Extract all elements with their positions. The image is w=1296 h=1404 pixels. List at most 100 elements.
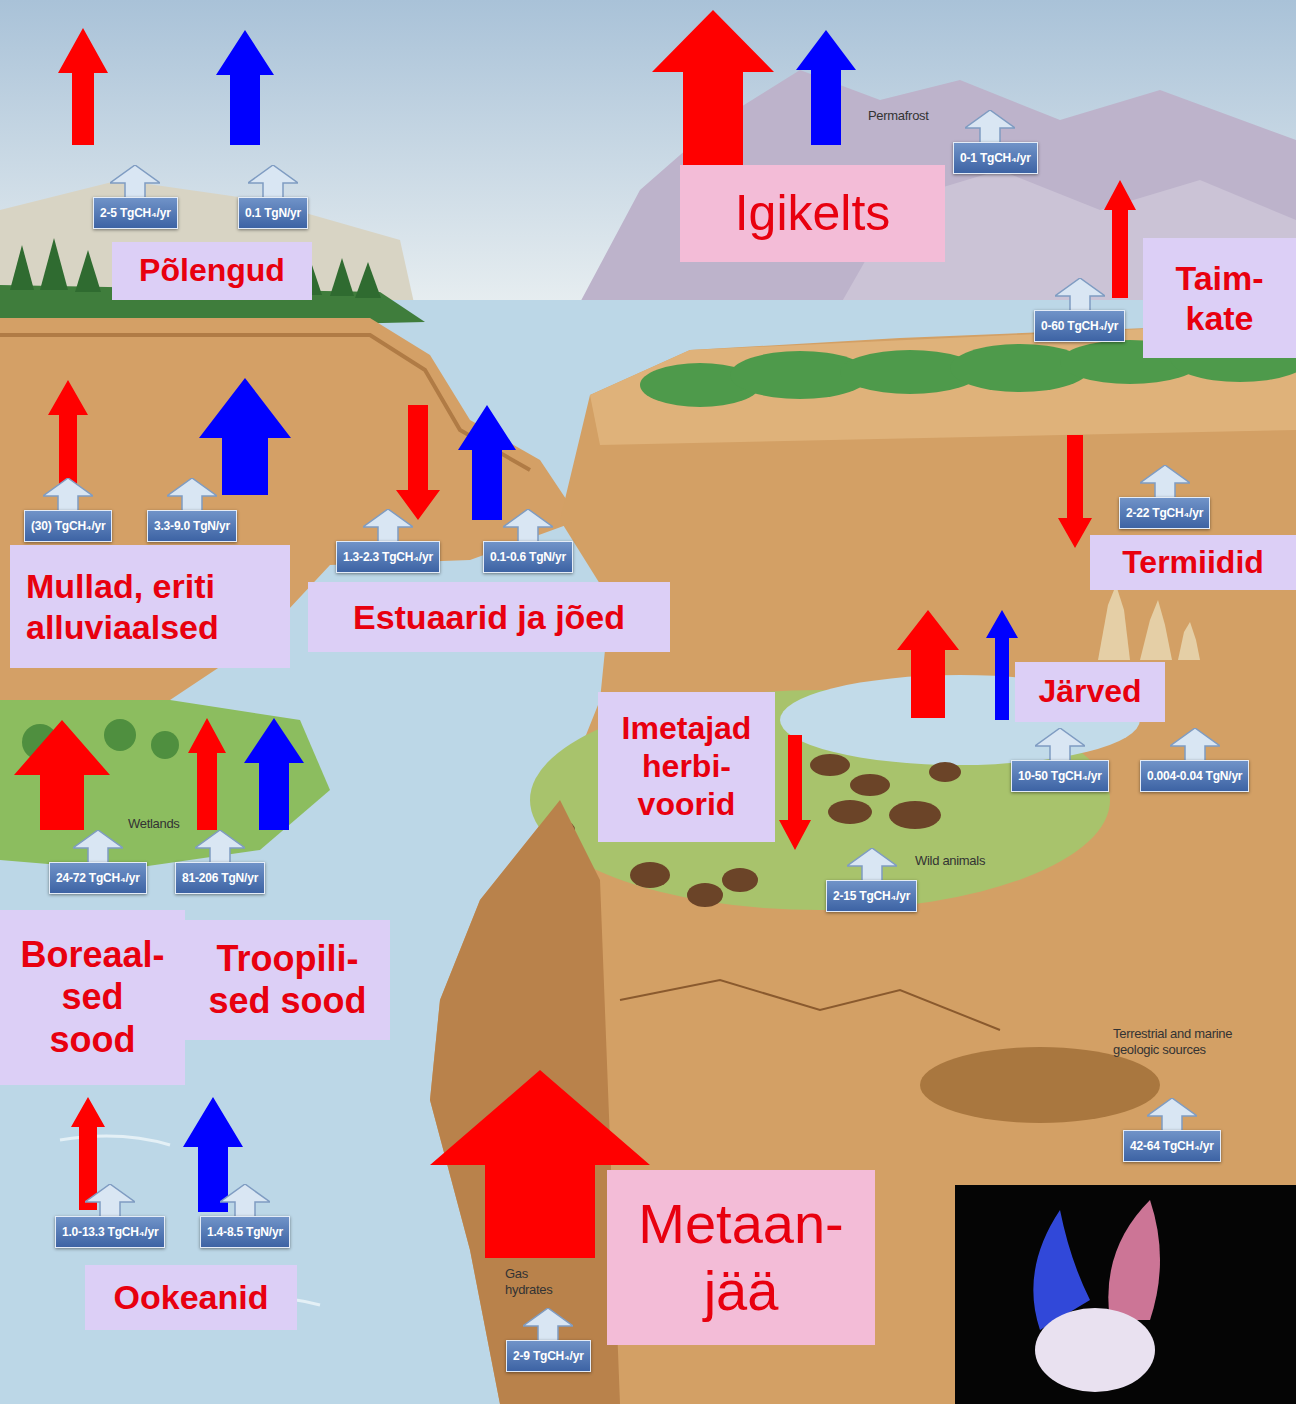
- blue-arrow: [458, 405, 516, 520]
- wetland-ground: [0, 700, 330, 870]
- illustration-caption: Gas hydrates: [505, 1266, 575, 1297]
- flux-badge: 24-72 TgCH₄/yr: [49, 862, 147, 894]
- source-label: Ookeanid: [85, 1265, 297, 1330]
- blue-arrow: [199, 378, 291, 495]
- node-text: 42-64 TgCH₄/yr: [1130, 1139, 1214, 1153]
- pink-flame: [1108, 1200, 1160, 1320]
- source-label: Põlengud: [112, 242, 312, 300]
- red-arrow-down: [779, 735, 811, 850]
- tree: [355, 262, 381, 298]
- node-text: 81-206 TgN/yr: [182, 871, 258, 885]
- flux-badge: 2-9 TgCH₄/yr: [506, 1340, 591, 1372]
- source-label: Termiidid: [1090, 535, 1296, 590]
- rock-crack: [620, 980, 1000, 1030]
- node-text: 2-9 TgCH₄/yr: [513, 1349, 584, 1363]
- red-arrow-down: [1058, 435, 1092, 548]
- tree: [40, 238, 68, 290]
- flux-arrow-icon: [523, 1308, 573, 1342]
- source-label: Troopili- sed sood: [185, 920, 390, 1040]
- flux-arrow-icon: [85, 1184, 135, 1218]
- highlight-label: Igikelts: [680, 165, 945, 262]
- red-arrow: [897, 610, 959, 718]
- blue-arrows: [183, 30, 1018, 1212]
- animal: [630, 862, 670, 888]
- methane-ice-lump: [1035, 1308, 1155, 1392]
- mound: [1140, 600, 1172, 660]
- node-text: Igikelts: [690, 184, 935, 243]
- node-text: 0.1-0.6 TgN/yr: [490, 550, 566, 564]
- node-text: 0-1 TgCH₄/yr: [960, 151, 1031, 165]
- illustration-caption: Permafrost: [868, 108, 929, 124]
- source-label: Imetajad herbi- voorid: [598, 692, 775, 842]
- illustration-caption: Terrestrial and marine geologic sources: [1113, 1026, 1263, 1057]
- tree: [104, 719, 136, 751]
- node-text: Estuaarid ja jõed: [316, 597, 662, 637]
- flux-badge: 1.0-13.3 TgCH₄/yr: [55, 1216, 165, 1248]
- flux-arrow-icon: [1055, 278, 1105, 312]
- flux-arrow-icon: [73, 830, 123, 864]
- blue-arrow: [796, 30, 856, 145]
- node-text: Taim- kate: [1151, 258, 1288, 338]
- flux-badge: 0-1 TgCH₄/yr: [953, 142, 1038, 174]
- flux-badge: 2-22 TgCH₄/yr: [1119, 497, 1210, 529]
- illustration-caption: Wild animals: [915, 853, 985, 869]
- node-text: Troopili- sed sood: [193, 938, 382, 1023]
- geologic-reservoir: [920, 1047, 1160, 1123]
- node-text: 0-60 TgCH₄/yr: [1041, 319, 1118, 333]
- flux-badge: 0.1-0.6 TgN/yr: [483, 541, 573, 573]
- river-water: [0, 300, 1296, 1404]
- animal: [828, 800, 872, 824]
- flux-arrow-icon: [195, 830, 245, 864]
- highlight-label: Metaan- jää: [607, 1170, 875, 1345]
- flux-arrow-icon: [965, 110, 1015, 144]
- tree: [151, 731, 179, 759]
- flux-badge: 42-64 TgCH₄/yr: [1123, 1130, 1221, 1162]
- animal: [687, 883, 723, 907]
- flux-badge: 81-206 TgN/yr: [175, 862, 265, 894]
- animal: [850, 774, 890, 796]
- mound: [1178, 622, 1200, 660]
- node-text: 3.3-9.0 TgN/yr: [154, 519, 230, 533]
- photo-frame: [955, 1185, 1296, 1404]
- node-text: 24-72 TgCH₄/yr: [56, 871, 140, 885]
- node-text: Mullad, eriti alluviaalsed: [26, 566, 282, 646]
- mound: [1098, 585, 1130, 660]
- red-arrow: [58, 28, 108, 145]
- flux-arrow-icon: [363, 509, 413, 543]
- node-text: Termiidid: [1098, 544, 1288, 582]
- flux-badge: (30) TgCH₄/yr: [24, 510, 112, 542]
- red-arrow: [48, 380, 88, 495]
- flux-arrow-icon: [43, 478, 93, 512]
- red-arrow: [188, 718, 226, 830]
- node-text: Ookeanid: [93, 1277, 289, 1317]
- node-text: Imetajad herbi- voorid: [606, 710, 767, 823]
- blue-arrow: [244, 718, 304, 830]
- flux-badge: 0.1 TgN/yr: [238, 197, 308, 229]
- node-text: 0.1 TgN/yr: [245, 206, 301, 220]
- node-text: 1.3-2.3 TgCH₄/yr: [343, 550, 433, 564]
- red-arrow: [1104, 180, 1136, 298]
- node-text: Järved: [1023, 673, 1157, 711]
- node-text: Metaan- jää: [617, 1191, 865, 1323]
- node-text: 1.0-13.3 TgCH₄/yr: [62, 1225, 158, 1239]
- source-label: Järved: [1015, 662, 1165, 722]
- flux-arrow-icon: [110, 165, 160, 199]
- node-text: 2-22 TgCH₄/yr: [1126, 506, 1203, 520]
- flux-arrow-icon: [220, 1184, 270, 1218]
- source-label: Estuaarid ja jõed: [308, 582, 670, 652]
- source-label: Mullad, eriti alluviaalsed: [10, 545, 290, 668]
- node-text: Boreaal- sed sood: [16, 934, 169, 1061]
- node-text: 2-5 TgCH₄/yr: [100, 206, 171, 220]
- flux-badge: 1.3-2.3 TgCH₄/yr: [336, 541, 440, 573]
- flux-arrow-icon: [847, 848, 897, 882]
- flux-badge: 2-5 TgCH₄/yr: [93, 197, 178, 229]
- animal: [889, 801, 941, 829]
- flux-arrow-icon: [167, 478, 217, 512]
- flux-badge: 10-50 TgCH₄/yr: [1011, 760, 1109, 792]
- flux-arrow-icon: [503, 509, 553, 543]
- source-label: Taim- kate: [1143, 238, 1296, 358]
- flux-badge: 2-15 TgCH₄/yr: [826, 880, 917, 912]
- flux-badge: 1.4-8.5 TgN/yr: [200, 1216, 290, 1248]
- animal: [810, 754, 850, 776]
